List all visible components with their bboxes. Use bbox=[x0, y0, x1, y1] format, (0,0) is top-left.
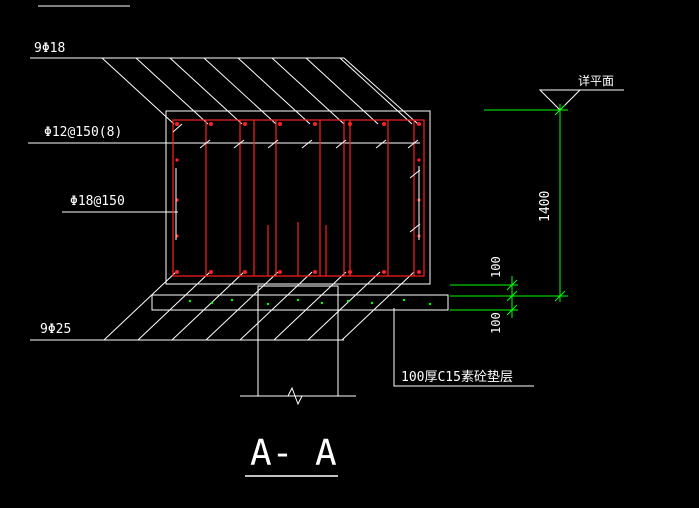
label-dim-upper-100: 100 bbox=[489, 256, 503, 278]
leader-top-bars bbox=[30, 57, 419, 125]
rebar-dots bbox=[175, 122, 421, 274]
rebar-cage bbox=[172, 119, 425, 277]
leader-cushion-note bbox=[393, 308, 534, 387]
label-cushion-note: 100厚C15素砼垫层 bbox=[401, 369, 513, 385]
section-title: A- A bbox=[250, 433, 337, 474]
rebar-hooks bbox=[172, 123, 421, 240]
label-level-mark: 详平面 bbox=[578, 73, 614, 88]
label-stirrups: Φ12@150(8) bbox=[44, 125, 122, 140]
label-bottom-bars: 9Φ25 bbox=[40, 322, 71, 337]
pile-stub bbox=[240, 285, 356, 406]
dimension-lines bbox=[450, 104, 568, 318]
cushion-dots bbox=[188, 298, 432, 306]
beam-outline bbox=[165, 110, 431, 285]
label-side-bars: Φ18@150 bbox=[70, 194, 125, 209]
cushion-layer bbox=[151, 294, 449, 311]
leader-bottom-bars bbox=[30, 271, 415, 341]
level-mark-symbol bbox=[538, 89, 624, 111]
label-dim-lower-100: 100 bbox=[489, 312, 503, 334]
label-dim-height: 1400 bbox=[538, 191, 553, 222]
label-top-bars: 9Φ18 bbox=[34, 41, 65, 56]
